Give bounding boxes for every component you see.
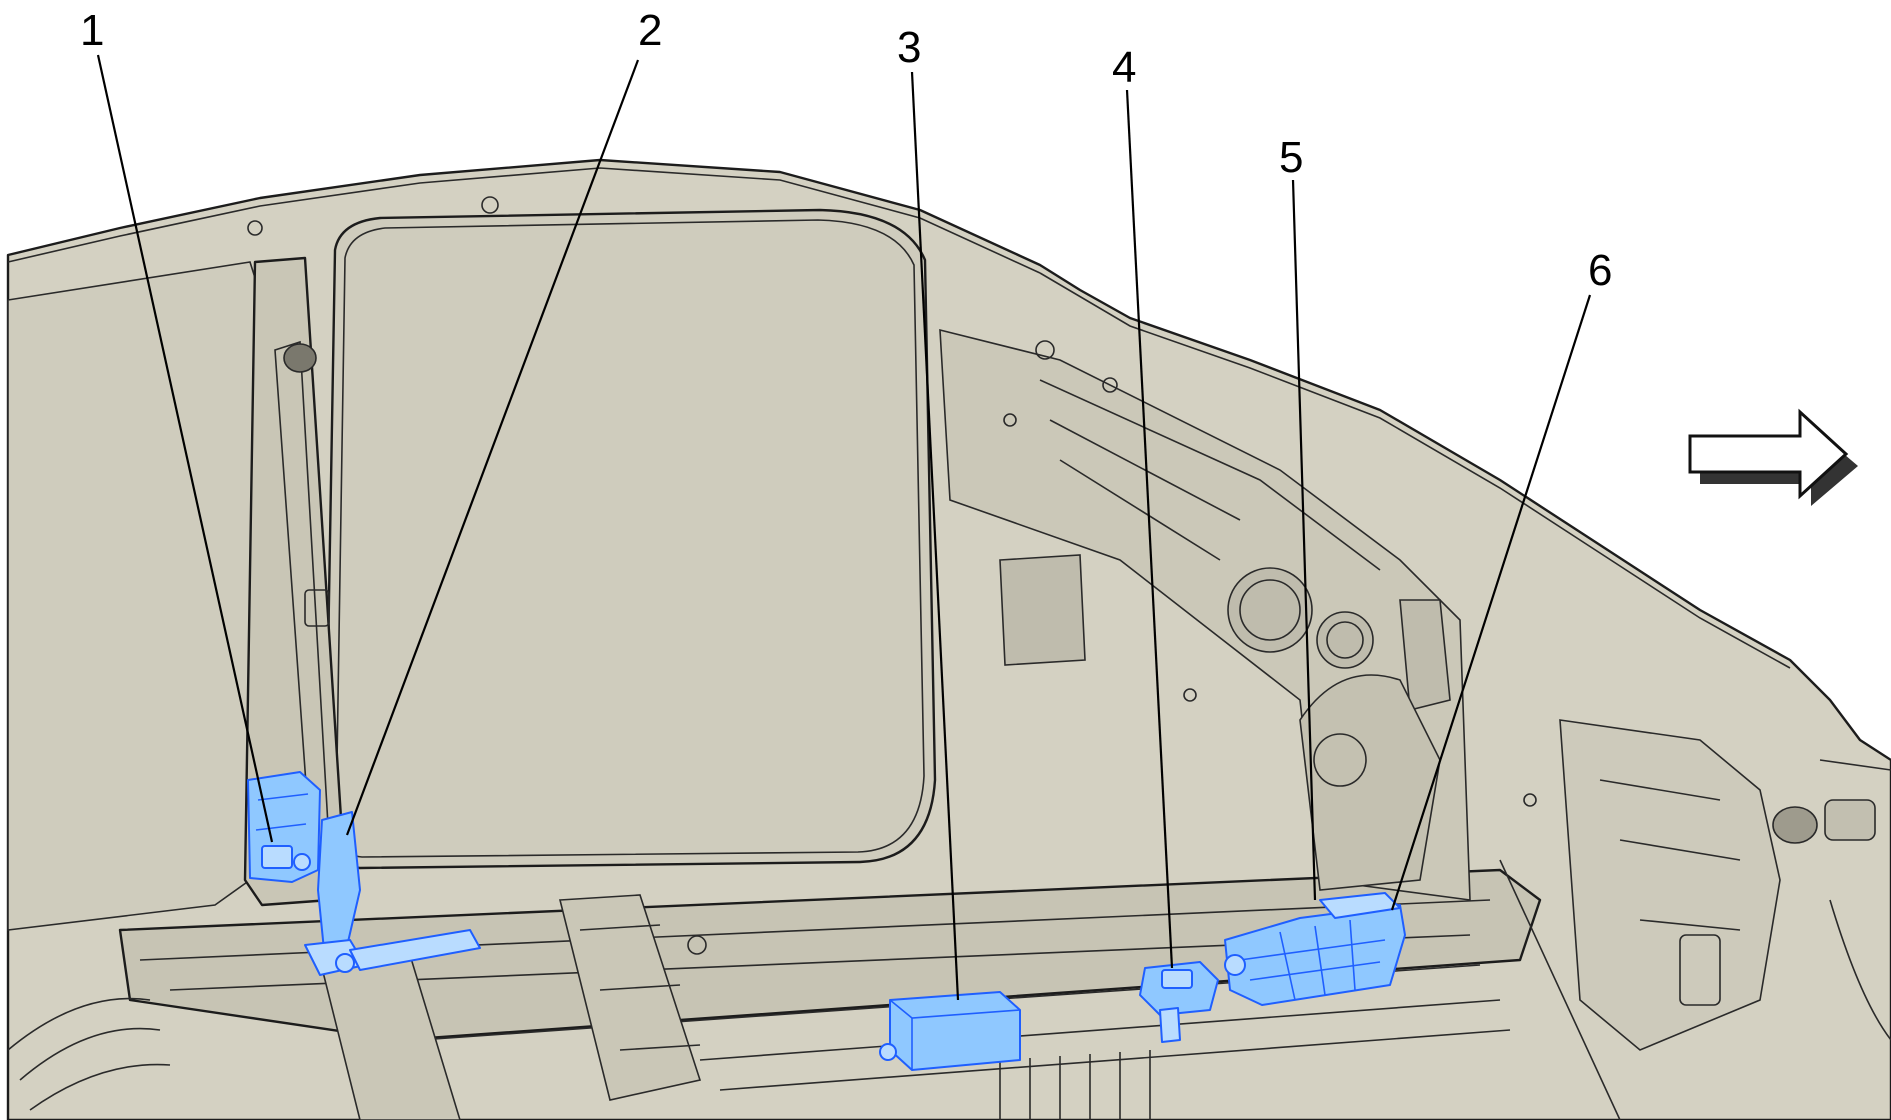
rocker-panel — [118, 868, 1542, 1042]
callout-3-label: 3 — [897, 23, 921, 72]
leader-5 — [1291, 179, 1317, 901]
rear-window-pane — [7, 261, 263, 931]
side-window-opening — [323, 208, 937, 870]
callout-leaders — [96, 54, 1592, 1001]
callout-5-label: 5 — [1279, 133, 1303, 182]
leader-1 — [96, 54, 274, 843]
component-5-6-modules — [1224, 892, 1406, 1006]
callout-6-label: 6 — [1588, 246, 1612, 295]
component-4-sensor — [1139, 961, 1219, 1043]
callout-labels: 1 2 3 4 5 6 — [80, 6, 1612, 295]
leader-2 — [345, 59, 640, 836]
component-2-pretensioner — [304, 811, 481, 976]
leader-4 — [1125, 89, 1174, 969]
forward-arrow-icon — [1688, 408, 1858, 506]
component-1-sensor — [247, 771, 321, 883]
floor-ribs — [699, 999, 1511, 1120]
highlighted-components — [247, 771, 1406, 1071]
vehicle-body — [6, 158, 1891, 1120]
rear-quarter-panel — [1559, 719, 1781, 1051]
leader-6 — [1390, 294, 1592, 911]
leader-3 — [910, 71, 960, 1001]
callout-1-label: 1 — [80, 6, 104, 55]
callout-2-label: 2 — [638, 6, 662, 55]
component-3-module — [879, 991, 1021, 1071]
callout-4-label: 4 — [1112, 43, 1136, 92]
